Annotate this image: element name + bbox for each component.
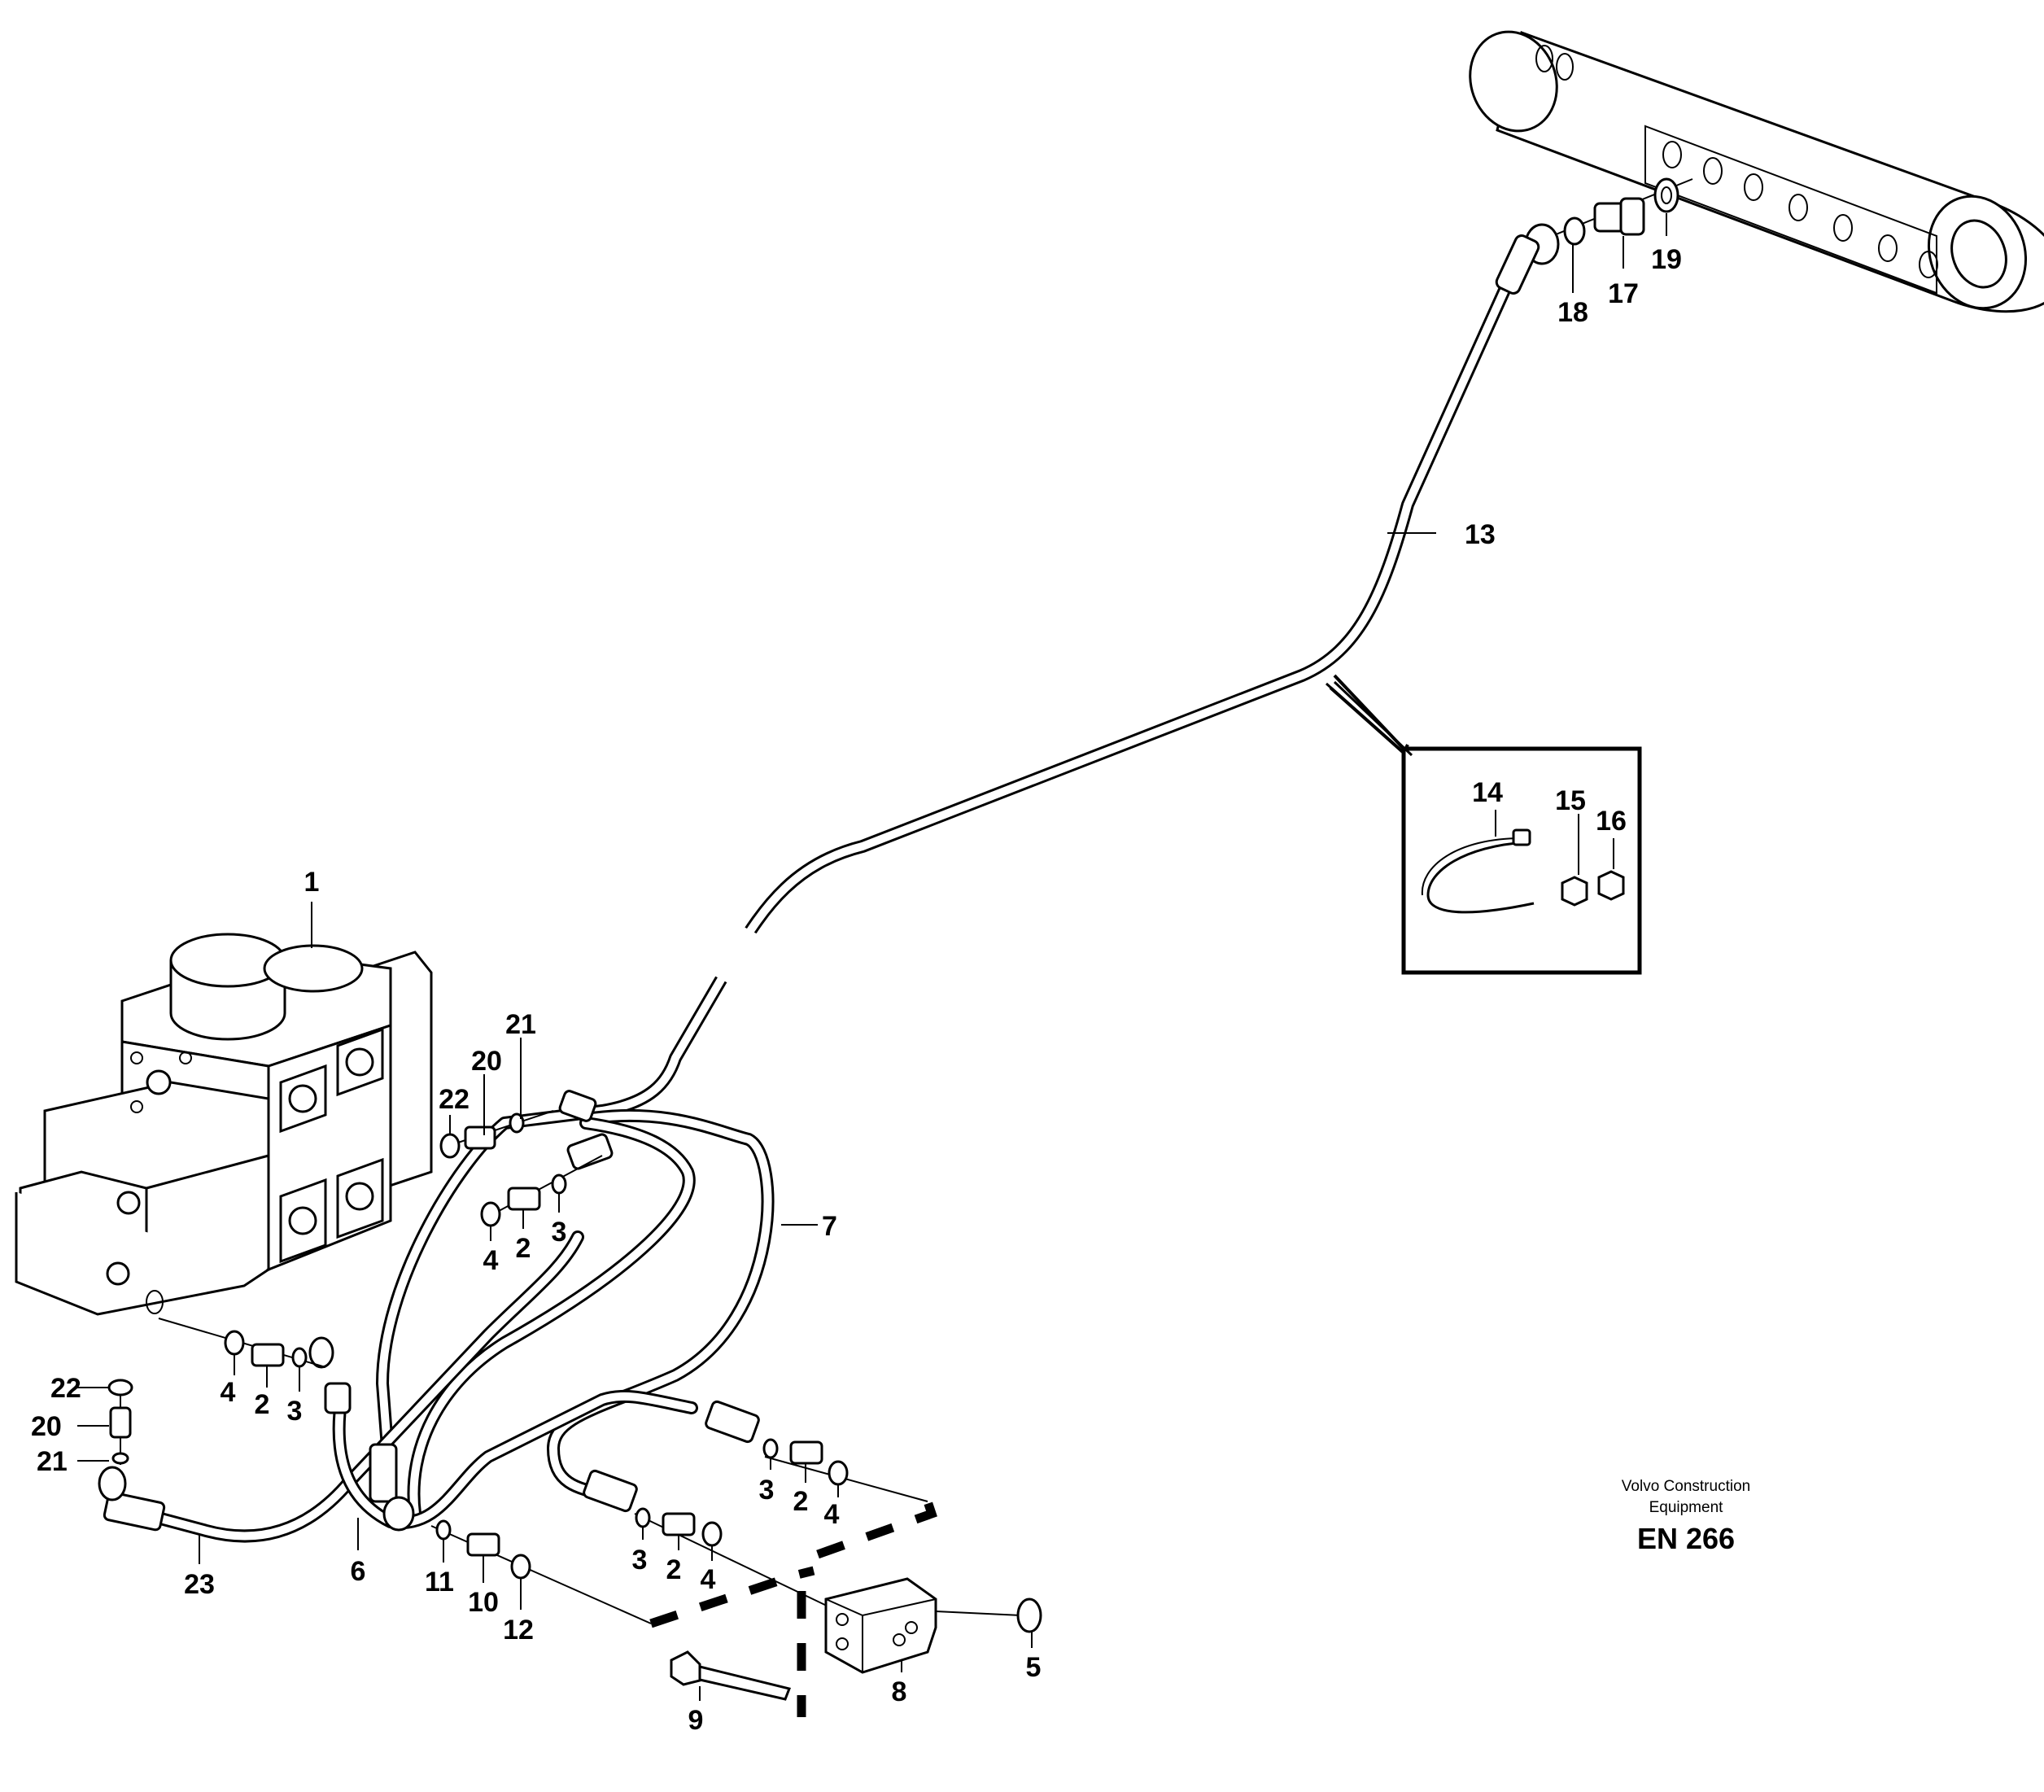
hose-end-fittings bbox=[98, 234, 1540, 1532]
label-9: 9 bbox=[688, 1705, 704, 1736]
label-3-upper: 3 bbox=[552, 1217, 567, 1248]
label-3-right: 3 bbox=[759, 1475, 775, 1506]
label-6: 6 bbox=[351, 1556, 366, 1587]
label-22-left: 22 bbox=[50, 1373, 81, 1404]
figure-code: EN 266 bbox=[1637, 1522, 1735, 1555]
brand-block: Volvo Construction Equipment EN 266 bbox=[1622, 1478, 1750, 1555]
label-12: 12 bbox=[503, 1615, 534, 1646]
hoses bbox=[136, 246, 1528, 1543]
label-16: 16 bbox=[1596, 806, 1627, 837]
label-20-top: 20 bbox=[471, 1046, 502, 1077]
label-19: 19 bbox=[1651, 244, 1682, 275]
brand-line-2: Equipment bbox=[1649, 1499, 1724, 1516]
label-20-left: 20 bbox=[31, 1411, 62, 1442]
label-7: 7 bbox=[822, 1211, 837, 1242]
label-4-lower: 4 bbox=[701, 1564, 716, 1595]
label-18: 18 bbox=[1557, 297, 1588, 328]
control-valve-block bbox=[15, 933, 433, 1316]
label-1: 1 bbox=[304, 867, 320, 898]
part-labels: 1 13 7 18 17 19 14 15 16 21 20 22 4 2 3 … bbox=[31, 244, 1682, 1736]
label-4-upper: 4 bbox=[483, 1245, 499, 1276]
label-21-top: 21 bbox=[505, 1009, 536, 1040]
label-22-top: 22 bbox=[439, 1084, 470, 1115]
label-2-upper: 2 bbox=[516, 1233, 531, 1264]
label-15: 15 bbox=[1555, 785, 1586, 816]
brand-line-1: Volvo Construction bbox=[1622, 1478, 1750, 1495]
label-10: 10 bbox=[468, 1587, 499, 1618]
boundary-dashes bbox=[649, 1500, 937, 1717]
label-8: 8 bbox=[892, 1676, 907, 1707]
label-14: 14 bbox=[1472, 777, 1503, 808]
label-2-lower: 2 bbox=[666, 1554, 682, 1585]
label-4-left: 4 bbox=[221, 1377, 236, 1408]
label-4-right: 4 bbox=[824, 1499, 840, 1530]
fittings-lower bbox=[430, 1438, 928, 1624]
label-3-left: 3 bbox=[287, 1396, 303, 1427]
leader-lines bbox=[77, 213, 1667, 1701]
label-17: 17 bbox=[1608, 278, 1639, 309]
fittings-left bbox=[107, 1318, 326, 1465]
label-3-lower: 3 bbox=[632, 1545, 648, 1576]
cylinder-tube bbox=[1469, 30, 2044, 313]
inset-detail bbox=[1326, 674, 1642, 975]
label-2-left: 2 bbox=[255, 1389, 270, 1420]
label-2-right: 2 bbox=[793, 1486, 809, 1517]
label-23: 23 bbox=[184, 1569, 215, 1600]
bracket-assembly bbox=[670, 1577, 1042, 1701]
label-13: 13 bbox=[1465, 519, 1496, 550]
label-5: 5 bbox=[1026, 1652, 1042, 1683]
label-11: 11 bbox=[425, 1567, 454, 1598]
label-21-left: 21 bbox=[37, 1446, 68, 1477]
